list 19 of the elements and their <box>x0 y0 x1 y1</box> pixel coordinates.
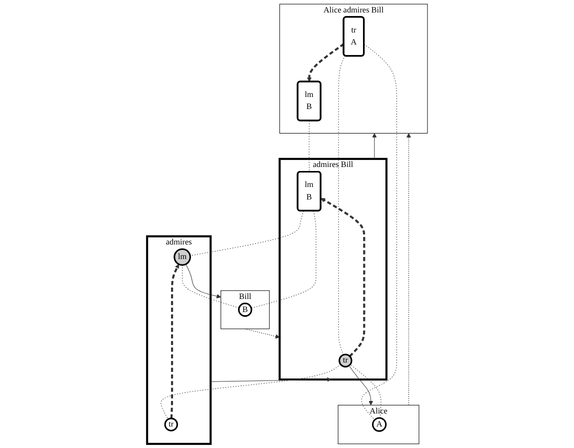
node-circle: A <box>372 417 386 432</box>
connector <box>160 364 341 420</box>
connector <box>350 364 381 418</box>
arrow <box>210 377 332 382</box>
connector <box>360 44 397 420</box>
node-circle: tr <box>164 418 178 432</box>
arrow <box>186 264 221 298</box>
connector <box>250 210 316 308</box>
arrow <box>406 133 411 406</box>
arrow <box>306 43 344 82</box>
arrow <box>244 328 280 339</box>
node-circle: lm <box>173 248 191 266</box>
arrow <box>320 198 365 357</box>
arrow <box>372 133 376 160</box>
arrow <box>349 366 373 406</box>
arrow <box>170 264 179 418</box>
node-circle: B <box>238 302 252 317</box>
node-circle: tr <box>338 354 352 368</box>
connector <box>308 120 310 172</box>
